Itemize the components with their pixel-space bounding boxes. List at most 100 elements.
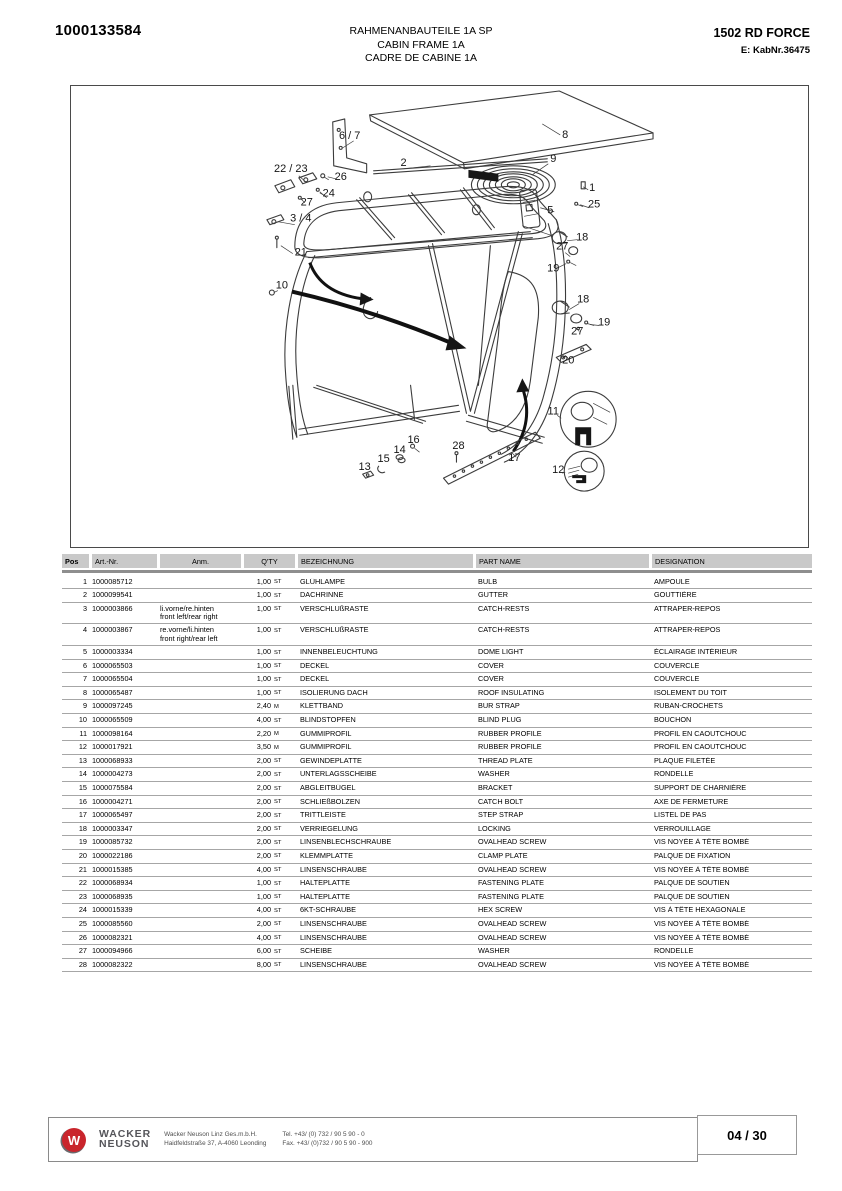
- table-cell: PALQUE DE SOUTIEN: [654, 879, 730, 888]
- column-header-anm: Anm.: [160, 554, 241, 568]
- table-cell: [160, 906, 244, 915]
- table-cell: [160, 947, 244, 956]
- table-cell: 6: [82, 661, 87, 670]
- title-english: CABIN FRAME 1A: [377, 38, 465, 51]
- table-cell: ISOLIERUNG DACH: [300, 688, 368, 697]
- table-cell: GLÜHLAMPE: [300, 577, 346, 586]
- table-cell: KLEMMPLATTE: [300, 851, 353, 860]
- table-cell: RONDELLE: [654, 947, 694, 956]
- diagram-callout: 9: [550, 153, 556, 165]
- table-cell: BRACKET: [478, 784, 513, 792]
- table-cell: AMPOULE: [654, 577, 690, 586]
- table-cell: 26: [78, 933, 87, 942]
- table-cell: ATTRAPER-REPOS: [654, 626, 721, 635]
- table-cell: PROFIL EN CAOUTCHOUC: [654, 743, 747, 752]
- table-cell: CLAMP PLATE: [478, 851, 528, 860]
- column-header-qty: Q'TY: [244, 554, 295, 568]
- table-cell: 14: [78, 770, 87, 779]
- table-cell: OVALHEAD SCREW: [478, 960, 547, 969]
- table-cell: 1000094966: [92, 947, 133, 956]
- table-cell: [160, 578, 244, 587]
- table-cell: 16: [78, 797, 87, 806]
- table-cell: 7: [82, 675, 87, 684]
- table-cell: ISOLEMENT DU TOIT: [654, 688, 727, 697]
- table-cell: [160, 798, 244, 807]
- table-cell: GEWINDEPLATTE: [300, 756, 362, 765]
- table-cell: OVALHEAD SCREW: [478, 933, 547, 942]
- table-cell: VERRIEGELUNG: [300, 824, 358, 833]
- diagram-callout: 18: [576, 232, 588, 244]
- table-cell: RUBBER PROFILE: [478, 743, 542, 752]
- table-cell: 1000097245: [92, 702, 133, 711]
- table-cell: [160, 743, 244, 752]
- table-cell: BULB: [478, 577, 498, 586]
- table-cell: 1000068933: [92, 756, 133, 765]
- diagram-callout: 10: [276, 280, 288, 292]
- page-title: RAHMENANBAUTEILE 1A SP CABIN FRAME 1A CA…: [240, 25, 602, 66]
- table-cell: [160, 961, 244, 970]
- table-cell: 8: [82, 688, 87, 697]
- table-cell: WASHER: [478, 770, 510, 779]
- column-header-designation: DESIGNATION: [652, 554, 812, 568]
- table-cell: ROOF INSULATING: [478, 688, 545, 697]
- diagram-callout: 27: [556, 241, 568, 253]
- table-cell: DECKEL: [300, 661, 330, 670]
- diagram-callout: 15: [378, 453, 390, 465]
- diagram-callout: 3 / 4: [290, 213, 311, 225]
- table-cell: SCHEIBE: [300, 947, 333, 956]
- table-cell: 1000075584: [92, 784, 133, 792]
- table-cell: VIS NOYÉE À TÊTE BOMBÉ: [654, 919, 750, 928]
- table-cell: [160, 757, 244, 766]
- table-cell: LISTEL DE PAS: [654, 811, 707, 820]
- table-cell: 1000065487: [92, 688, 133, 697]
- table-cell: 5: [82, 648, 87, 657]
- table-cell: ÉCLAIRAGE INTÉRIEUR: [654, 648, 738, 657]
- table-cell: [160, 591, 244, 600]
- diagram-callout: 27: [571, 325, 583, 337]
- table-cell: 1000098164: [92, 729, 133, 738]
- diagram-callout: 28: [452, 440, 464, 452]
- table-cell: 6KT-SCHRAUBE: [300, 906, 356, 915]
- company-phone: Tel. +43/ (0) 732 / 90 5 90 - 0 Fax. +43…: [282, 1131, 372, 1148]
- table-cell: PROFIL EN CAOUTCHOUC: [654, 729, 747, 738]
- table-cell: CATCH-RESTS: [478, 626, 530, 635]
- table-cell: COUVERCLE: [654, 675, 700, 684]
- table-cell: DACHRINNE: [300, 591, 344, 600]
- table-cell: BLINDSTOPFEN: [300, 716, 356, 725]
- table-cell: 15: [78, 784, 87, 792]
- diagram-callout: 21: [295, 247, 307, 259]
- table-cell: [160, 852, 244, 861]
- diagram-callout: 25: [588, 199, 600, 211]
- column-header-pos: Pos: [62, 554, 89, 568]
- diagram-callout: 20: [562, 354, 574, 366]
- table-cell: LINSENSCHRAUBE: [300, 919, 367, 928]
- diagram-callout: 13: [359, 461, 371, 473]
- table-cell: COVER: [478, 661, 504, 670]
- table-cell: 1000085712: [92, 577, 133, 586]
- table-cell: 3: [82, 604, 87, 613]
